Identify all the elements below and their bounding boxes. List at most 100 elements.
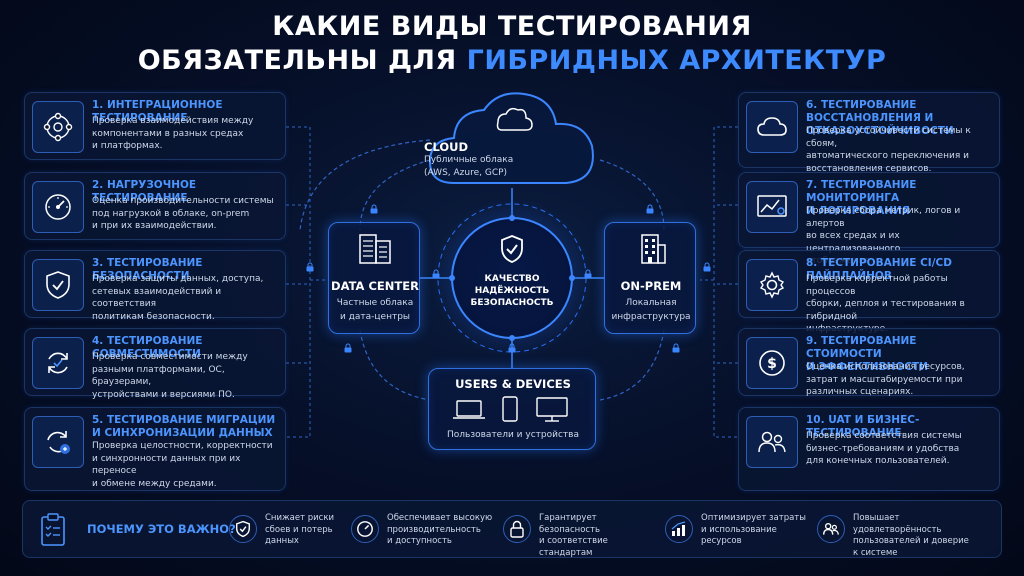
- users-icon: [746, 416, 798, 468]
- building-icon: [641, 234, 666, 264]
- center-line-2: НАДЁЖНОСТЬ: [474, 286, 550, 296]
- shield-check-icon: [229, 515, 257, 543]
- center-line-3: БЕЗОПАСНОСТЬ: [470, 298, 554, 308]
- cloud-icon: [746, 101, 798, 153]
- cloud-sub-2: (AWS, Azure, GCP): [424, 168, 508, 178]
- title-line-1: КАКИЕ ВИДЫ ТЕСТИРОВАНИЯ: [272, 11, 752, 42]
- svg-text:$: $: [767, 356, 777, 372]
- users-icon: [817, 515, 845, 543]
- title-line-2: ОБЯЗАТЕЛЬНЫ ДЛЯ ГИБРИДНЫХ АРХИТЕКТУР: [0, 44, 1024, 78]
- why-important-heading: ПОЧЕМУ ЭТО ВАЖНО?: [87, 522, 236, 536]
- lock-icon: [672, 343, 680, 353]
- card-title: 2. НАГРУЗОЧНОЕ ТЕСТИРОВАНИЕ: [92, 179, 279, 205]
- page-title: КАКИЕ ВИДЫ ТЕСТИРОВАНИЯ ОБЯЗАТЕЛЬНЫ ДЛЯ …: [0, 10, 1024, 78]
- card-title: 8. ТЕСТИРОВАНИЕ CI/CD ПАЙПЛАЙНОВ: [806, 257, 993, 283]
- datacenter-sub-2: и дата-центры: [339, 312, 411, 322]
- card-title-line-1: 1. ИНТЕГРАЦИОННОЕ ТЕСТИРОВАНИЕ: [92, 99, 223, 124]
- users-devices-title: USERS & DEVICES: [455, 377, 571, 391]
- lock-icon: [344, 343, 352, 353]
- card-description: Оценка использования ресурсов,затрат и м…: [806, 361, 993, 399]
- card-description-line: и при их взаимодействии.: [92, 221, 217, 231]
- benefit-text-line: и использование: [701, 524, 777, 535]
- card-description-line: и синхронности данных при их переносе: [92, 453, 241, 477]
- migration-sync-icon: [32, 416, 84, 468]
- card-description-line: разными платформами, ОС, браузерами,: [92, 364, 225, 388]
- onprem-title: ON-PREM: [620, 279, 682, 293]
- card-description-line: и обмене между средами.: [92, 478, 217, 489]
- benefit-text-line: ресурсов: [701, 536, 742, 546]
- users-devices-node: USERS & DEVICES Пользователи и устройств…: [428, 368, 596, 450]
- card-description-line: Оценка производительности системы: [92, 196, 274, 206]
- benefit-text-line: Оптимизирует затраты: [701, 513, 806, 523]
- card-description-line: затрат и масштабируемости при: [806, 374, 963, 385]
- cloud-title: CLOUD: [424, 140, 469, 154]
- center-quality-hub: КАЧЕСТВО НАДЁЖНОСТЬ БЕЗОПАСНОСТЬ: [452, 234, 572, 324]
- card-description-line: сборки, деплоя и тестирования в гибридно…: [806, 299, 965, 322]
- card-title-line-1: 6. ТЕСТИРОВАНИЕ: [806, 99, 917, 111]
- card-title: 1. ИНТЕГРАЦИОННОЕ ТЕСТИРОВАНИЕ: [92, 99, 279, 125]
- benefit-text-line: стандартам: [539, 547, 593, 558]
- lock-icon: [584, 269, 592, 279]
- card-description-line: Проверка целостности, корректности: [92, 441, 273, 451]
- card-description-line: для конечных пользователей.: [806, 456, 950, 466]
- title-line-2-accent: ГИБРИДНЫХ АРХИТЕКТУР: [466, 45, 887, 76]
- server-rack-icon: [359, 234, 391, 264]
- monitoring-chart-icon: [746, 181, 798, 233]
- onprem-sub-2: инфраструктура: [611, 312, 691, 322]
- devices-icon: [453, 396, 568, 422]
- card-title-line-2: И ЭФФЕКТИВНОСТИ: [806, 361, 929, 373]
- lock-icon: [306, 262, 314, 272]
- lock-icon: [503, 515, 531, 543]
- benefit-text-line: сбоев и потерь: [265, 524, 333, 535]
- lock-icon: [432, 269, 440, 279]
- card-description-line: Проверка совместимости между: [92, 352, 248, 362]
- card-title-line-2: И СИНХРОНИЗАЦИИ ДАННЫХ: [92, 427, 273, 439]
- benefit-text-line: производительность: [387, 524, 481, 535]
- datacenter-node: DATA CENTER Частные облака и дата-центры: [328, 222, 420, 334]
- card-description-line: под нагрузкой в облаке, on-prem: [92, 208, 250, 219]
- card-description: Проверка устойчивости системы к сбоям, ав…: [806, 125, 993, 175]
- card-description-line: во всех средах и их централизованного: [806, 231, 901, 254]
- benefit-text-line: Повышает удовлетворённость: [853, 513, 942, 535]
- onprem-sub-1: Локальная: [625, 298, 677, 308]
- card-description-line: сетевых взаимодействий и соответствия: [92, 286, 222, 310]
- card-description-line: Проверка корректной работы процессов: [806, 274, 948, 297]
- card-title: 10. UAT И БИЗНЕС-ТЕСТИРОВАНИЕ: [806, 414, 993, 440]
- card-description-line: устройствами и версиями ПО.: [92, 389, 235, 400]
- card-description-line: Проверка устойчивости системы к сбоям,: [806, 126, 971, 149]
- card-description-line: Проверка взаимодействия между: [92, 116, 254, 126]
- speedometer-icon: [351, 515, 379, 543]
- card-description-line: компонентами в разных средах: [92, 128, 244, 139]
- card-title: 3. ТЕСТИРОВАНИЕ БЕЗОПАСНОСТИ: [92, 257, 279, 283]
- shield-check-icon: [501, 235, 523, 263]
- users-devices-sub: Пользователи и устройства: [447, 430, 579, 440]
- lock-icon: [646, 204, 654, 214]
- dollar-coin-icon: $: [746, 337, 798, 389]
- card-description: Проверка целостности, корректности и синх…: [92, 440, 279, 490]
- card-description-line: автоматического переключения и: [806, 151, 969, 161]
- benefit-text-line: и доступность: [387, 536, 452, 546]
- center-line-1: КАЧЕСТВО: [484, 274, 540, 284]
- network-nodes-icon: [32, 101, 84, 153]
- growth-chart-icon: [665, 515, 693, 543]
- card-description-line: политикам безопасности.: [92, 311, 215, 322]
- title-line-2-prefix: ОБЯЗАТЕЛЬНЫ ДЛЯ: [137, 45, 467, 76]
